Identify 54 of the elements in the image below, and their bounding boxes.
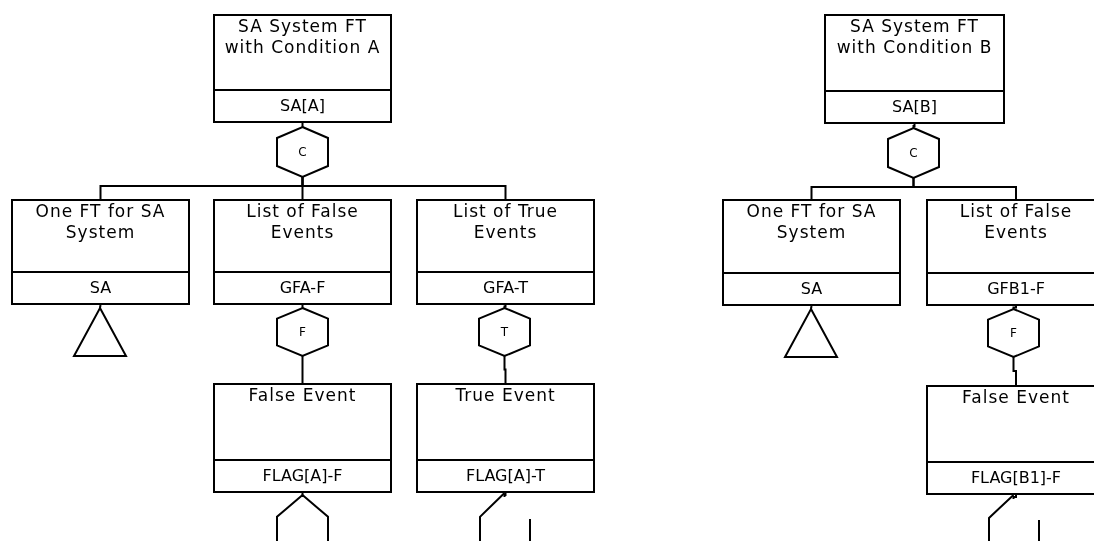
connector-line bbox=[1012, 494, 1017, 500]
gate-label: F bbox=[1010, 326, 1017, 340]
event-description: False Event bbox=[962, 387, 1070, 407]
event-box bbox=[926, 385, 1094, 495]
connector-line bbox=[503, 492, 507, 498]
gate-hexagon bbox=[988, 309, 1039, 357]
gate-label: T bbox=[500, 325, 509, 339]
event-box bbox=[11, 199, 190, 305]
event-id: FLAG[A]-T bbox=[465, 466, 546, 485]
event-description: List of False Events bbox=[246, 201, 359, 242]
event-id: SA[B] bbox=[892, 97, 937, 116]
event-description: List of False Events bbox=[959, 201, 1073, 242]
event-box bbox=[926, 199, 1094, 306]
event-id: SA bbox=[89, 278, 112, 297]
connector-line bbox=[1012, 356, 1017, 386]
event-id: GFB1-F bbox=[987, 279, 1045, 298]
event-id: GFA-T bbox=[483, 278, 528, 297]
gate-symbol bbox=[277, 497, 328, 541]
event-description: False Event bbox=[248, 385, 357, 405]
connector-line bbox=[503, 304, 507, 309]
connector-line bbox=[810, 305, 813, 310]
event-description: One FT for SA System bbox=[746, 201, 877, 242]
connector-line bbox=[301, 304, 304, 309]
gate-label: F bbox=[299, 325, 306, 339]
event-description: True Event bbox=[455, 385, 556, 405]
transfer-triangle bbox=[785, 309, 837, 357]
event-description: SA System FT with Condition A bbox=[224, 16, 381, 57]
gate-label: C bbox=[298, 145, 307, 159]
gate-hexagon bbox=[277, 308, 328, 356]
gate-hexagon bbox=[277, 127, 328, 177]
event-description: SA System FT with Condition B bbox=[836, 16, 993, 57]
event-box bbox=[416, 383, 595, 493]
connector-line bbox=[99, 304, 102, 309]
event-id: SA bbox=[800, 279, 823, 298]
gate-hexagon bbox=[479, 308, 530, 356]
event-id: FLAG[B1]-F bbox=[970, 468, 1062, 487]
event-id: GFA-F bbox=[279, 278, 326, 297]
connector-line bbox=[301, 176, 507, 200]
connector-line bbox=[301, 355, 304, 384]
event-box bbox=[213, 14, 392, 123]
event-box bbox=[722, 199, 901, 306]
connector-line bbox=[301, 122, 304, 128]
connector-line bbox=[503, 355, 507, 384]
gate-label: C bbox=[909, 146, 918, 160]
event-id: FLAG[A]-F bbox=[262, 466, 343, 485]
connector-line bbox=[912, 177, 1017, 200]
event-box bbox=[213, 383, 392, 493]
event-id: SA[A] bbox=[280, 96, 325, 115]
event-box bbox=[824, 14, 1005, 124]
gate-hexagon bbox=[888, 128, 939, 178]
event-description: One FT for SA System bbox=[35, 201, 166, 242]
connector-line bbox=[301, 492, 304, 498]
event-description: List of True Events bbox=[453, 201, 558, 242]
transfer-triangle bbox=[74, 308, 126, 356]
